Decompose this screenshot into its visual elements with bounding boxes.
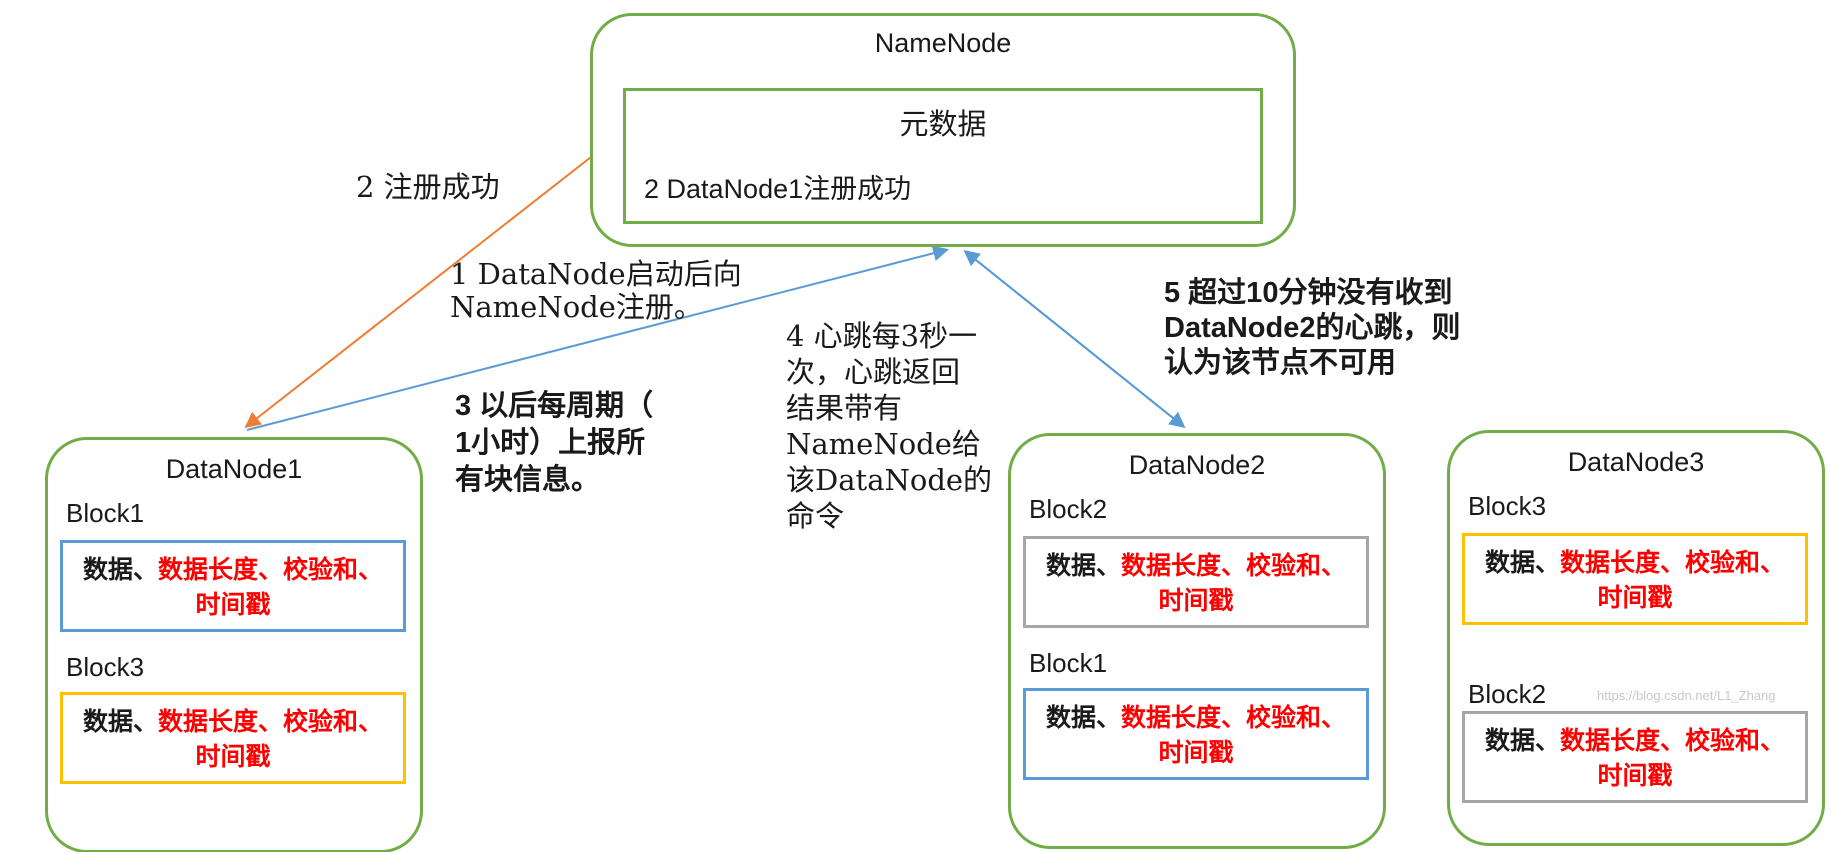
block-content-box: 数据、数据长度、校验和、 时间戳 xyxy=(60,692,406,784)
block-content-box: 数据、数据长度、校验和、 时间戳 xyxy=(1023,688,1369,780)
heartbeat-arrow-down xyxy=(965,251,1186,429)
block-red-text2: 时间戳 xyxy=(195,743,271,771)
datanode1-title: DataNode1 xyxy=(165,454,303,484)
block-label: Block2 xyxy=(1029,494,1108,524)
block-red-text: 数据长度、校验和、 xyxy=(1560,727,1786,755)
block-red-text2: 时间戳 xyxy=(1597,762,1673,790)
block-red-text2: 时间戳 xyxy=(1158,739,1234,767)
block-label: Block2 xyxy=(1468,679,1547,709)
block-red-text: 数据长度、校验和、 xyxy=(1121,552,1347,580)
block-red-text: 数据长度、校验和、 xyxy=(1121,704,1347,732)
block-label: Block1 xyxy=(1029,648,1108,678)
block-content-box: 数据、数据长度、校验和、 时间戳 xyxy=(1023,536,1369,628)
namenode-message: 2 DataNode1注册成功 xyxy=(644,174,912,204)
block-label: Block3 xyxy=(1468,491,1547,521)
block-label: Block1 xyxy=(66,498,145,528)
block-content-box: 数据、数据长度、校验和、 时间戳 xyxy=(1462,533,1808,625)
block-data-text: 数据、 xyxy=(82,556,158,584)
csdn-watermark: https://blog.csdn.net/L1_Zhang xyxy=(1597,688,1776,703)
block-red-text: 数据长度、校验和、 xyxy=(158,556,384,584)
metadata-box: 元数据 2 DataNode1注册成功 xyxy=(623,88,1263,224)
metadata-label: 元数据 xyxy=(899,107,987,141)
block-red-text2: 时间戳 xyxy=(1597,584,1673,612)
namenode-box: NameNode 元数据 2 DataNode1注册成功 xyxy=(590,13,1296,247)
block-data-text: 数据、 xyxy=(1045,552,1121,580)
block-data-text: 数据、 xyxy=(1045,704,1121,732)
block-label: Block3 xyxy=(66,652,145,682)
block-data-text: 数据、 xyxy=(1484,727,1560,755)
annotation-step1: 1 DataNode启动后向 NameNode注册。 xyxy=(450,257,742,324)
block-red-text: 数据长度、校验和、 xyxy=(1560,549,1786,577)
block-red-text: 数据长度、校验和、 xyxy=(158,708,384,736)
datanode3-box: DataNode3 Block3 数据、数据长度、校验和、 时间戳 Block2… xyxy=(1447,430,1825,846)
block-content-box: 数据、数据长度、校验和、 时间戳 xyxy=(1462,711,1808,803)
annotation-step4: 4 心跳每3秒一 次，心跳返回 结果带有 NameNode给 该DataNode… xyxy=(786,319,993,533)
block-data-text: 数据、 xyxy=(82,708,158,736)
annotation-step5: 5 超过10分钟没有收到 DataNode2的心跳，则 认为该节点不可用 xyxy=(1164,277,1461,379)
annotation-step2: 2 注册成功 xyxy=(356,170,500,204)
block-data-text: 数据、 xyxy=(1484,549,1560,577)
block-red-text2: 时间戳 xyxy=(1158,587,1234,615)
datanode2-box: DataNode2 Block2 数据、数据长度、校验和、 时间戳 Block1… xyxy=(1008,433,1386,849)
block-red-text2: 时间戳 xyxy=(195,591,271,619)
annotation-step3: 3 以后每周期（ 1小时）上报所 有块信息。 xyxy=(455,390,654,496)
heartbeat-arrow-up xyxy=(963,249,1184,427)
block-content-box: 数据、数据长度、校验和、 时间戳 xyxy=(60,540,406,632)
datanode2-title: DataNode2 xyxy=(1128,450,1266,480)
datanode1-box: DataNode1 Block1 数据、数据长度、校验和、 时间戳 Block3… xyxy=(45,437,423,852)
datanode3-title: DataNode3 xyxy=(1567,447,1705,477)
namenode-title: NameNode xyxy=(874,28,1012,58)
